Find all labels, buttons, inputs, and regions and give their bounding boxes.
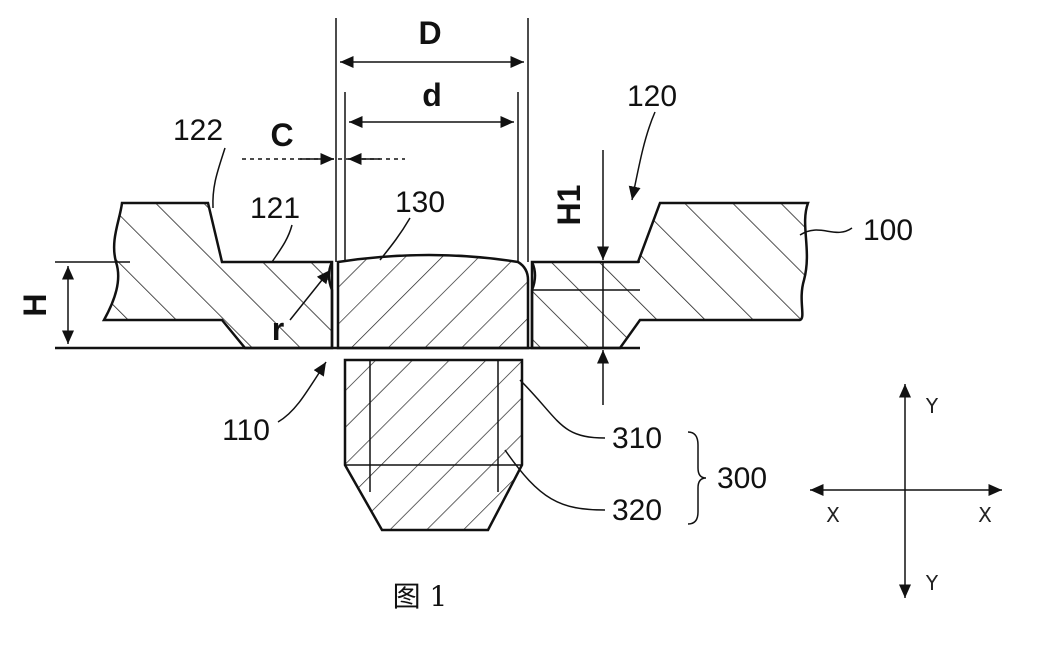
leader-130 [380, 218, 410, 260]
label-110: 110 [222, 414, 270, 447]
label-120: 120 [627, 80, 677, 113]
leader-100 [800, 228, 852, 235]
figure-caption: 图 1 [393, 580, 448, 613]
leader-310 [520, 380, 605, 438]
label-100: 100 [863, 214, 913, 247]
label-320: 320 [612, 494, 662, 527]
axis-label-x-left: X [826, 503, 840, 527]
pin-head-310 [338, 255, 528, 348]
label-D: D [418, 15, 441, 51]
leader-121 [272, 225, 292, 262]
label-r: r [272, 311, 284, 347]
axis-label-x-right: X [978, 503, 992, 527]
label-d: d [422, 77, 442, 113]
label-300: 300 [717, 462, 767, 495]
axis-label-y-top: Y [925, 394, 939, 418]
label-310: 310 [612, 422, 662, 455]
pin-shank-320 [345, 360, 522, 530]
label-H: H [17, 293, 53, 316]
axis-label-y-bottom: Y [925, 571, 939, 595]
label-122: 122 [173, 114, 223, 147]
leader-122 [213, 148, 225, 208]
label-130: 130 [395, 186, 445, 219]
brace-300 [688, 432, 706, 524]
label-H1: H1 [551, 185, 587, 226]
leader-120 [632, 112, 655, 200]
label-C: C [270, 117, 293, 153]
leader-110 [278, 362, 326, 422]
label-121: 121 [250, 192, 300, 225]
